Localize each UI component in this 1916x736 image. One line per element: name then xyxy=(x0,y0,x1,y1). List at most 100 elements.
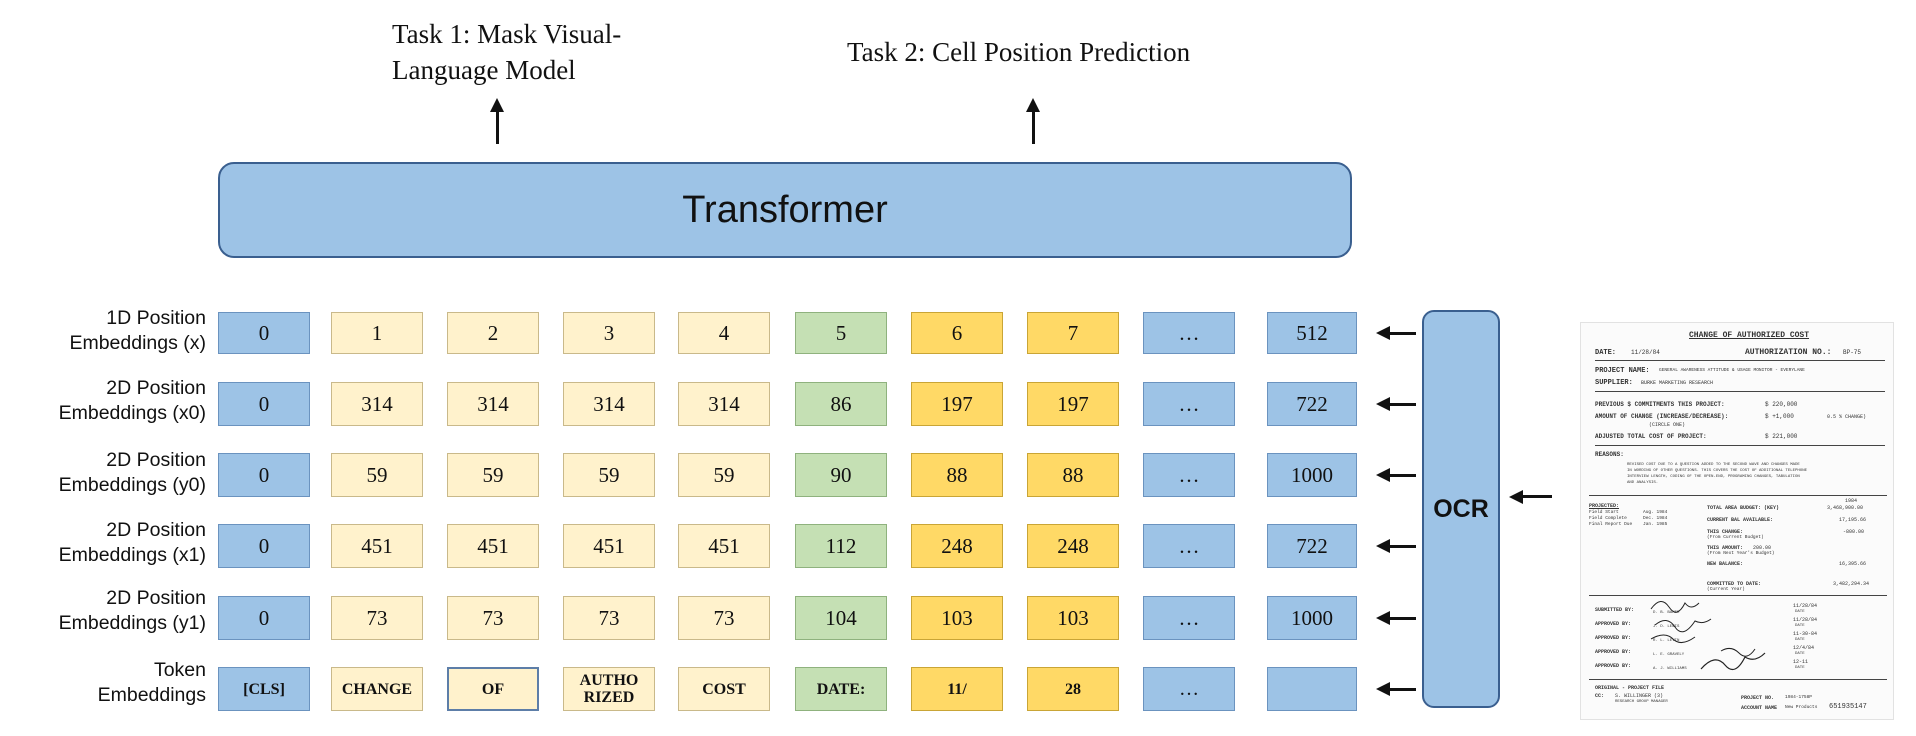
embedding-cell: … xyxy=(1143,524,1235,568)
doc-approved-label: APPROVED BY: xyxy=(1595,663,1632,669)
token-cell: CHANGE xyxy=(331,667,423,711)
row-label-line: Embeddings xyxy=(97,684,206,706)
embedding-cell: 73 xyxy=(678,596,770,640)
doc-auth-label: AUTHORIZATION NO.: xyxy=(1745,348,1832,357)
embedding-cell: … xyxy=(1143,312,1235,354)
ocr-arrow-shaft xyxy=(1388,473,1416,477)
doc-approved-label: APPROVED BY: xyxy=(1595,649,1632,655)
row-label-line: 2D Position xyxy=(106,449,206,471)
ocr-arrow-head xyxy=(1376,539,1390,553)
task2-arrow-head xyxy=(1026,98,1040,112)
doc-field-complete: Field Complete xyxy=(1589,516,1627,521)
scanned-document: CHANGE OF AUTHORIZED COST DATE: 11/28/84… xyxy=(1580,322,1894,720)
row-label-line: 2D Position xyxy=(106,587,206,609)
doc-final-report: Final Report Due xyxy=(1589,522,1633,527)
ocr-arrow-shaft xyxy=(1388,616,1416,620)
ocr-arrow-head xyxy=(1376,611,1390,625)
doc-sign-date: 12-11 xyxy=(1793,659,1809,665)
doc-this-amount-label: THIS AMOUNT: xyxy=(1707,545,1744,551)
embedding-cell: 4 xyxy=(678,312,770,354)
embedding-cell: 451 xyxy=(678,524,770,568)
doc-project-no-value: 1984-1758P xyxy=(1785,695,1813,700)
doc-title: CHANGE OF AUTHORIZED COST xyxy=(1689,331,1810,340)
doc-approved-label: APPROVED BY: xyxy=(1595,621,1632,627)
doc-date-word: DATE xyxy=(1795,666,1805,670)
task1-arrow-head xyxy=(490,98,504,112)
doc-sign-date: 12/4/84 xyxy=(1793,645,1815,651)
embedding-cell: 314 xyxy=(678,382,770,426)
embedding-cell: 722 xyxy=(1267,524,1357,568)
doc-reason-line: IN WORDING OF OTHER QUESTIONS. THIS COVE… xyxy=(1627,469,1808,473)
doc-auth-value: BP-75 xyxy=(1843,349,1862,356)
embedding-cell: 2 xyxy=(447,312,539,354)
doc-field-complete-date: Dec. 1984 xyxy=(1643,516,1668,521)
doc-rule xyxy=(1595,391,1885,392)
embedding-cell: … xyxy=(1143,382,1235,426)
row-label-line: Embeddings (x0) xyxy=(58,402,206,424)
token-cell: 11/ xyxy=(911,667,1003,711)
embedding-cell: 103 xyxy=(1027,596,1119,640)
task1-label-line1: Task 1: Mask Visual- xyxy=(392,19,622,49)
embedding-cell: 104 xyxy=(795,596,887,640)
embedding-cell: 451 xyxy=(331,524,423,568)
doc-sign-name: A. J. WILLIAMS xyxy=(1653,667,1687,671)
embedding-cell: 0 xyxy=(218,524,310,568)
doc-date-word: DATE xyxy=(1795,652,1805,656)
doc-date-word: DATE xyxy=(1795,638,1805,642)
doc-amount-label: AMOUNT OF CHANGE (INCREASE/DECREASE): xyxy=(1595,413,1729,420)
embedding-cell: 7 xyxy=(1027,312,1119,354)
doc-this-amount-value: 200.00 xyxy=(1753,545,1772,551)
doc-sign-name: L. E. GRAVELY xyxy=(1653,653,1685,657)
doc-rule xyxy=(1595,360,1885,361)
doc-cc-title: RESEARCH GROUP MANAGER xyxy=(1615,700,1668,704)
doc-project-no-label: PROJECT NO. xyxy=(1741,695,1775,701)
token-cell: 28 xyxy=(1027,667,1119,711)
doc-field-start-date: Aug. 1984 xyxy=(1643,510,1668,515)
doc-committed-value: 3,482,294.34 xyxy=(1833,581,1870,587)
doc-to-ocr-arrow-shaft xyxy=(1520,495,1552,498)
doc-account-value: New Products xyxy=(1785,705,1818,710)
doc-number: 651935147 xyxy=(1829,703,1867,711)
embedding-cell: 88 xyxy=(911,453,1003,497)
doc-project-value: GENERAL AWARENESS ATTITUDE & USAGE MONIT… xyxy=(1659,368,1805,373)
doc-date-label: DATE: xyxy=(1595,349,1617,357)
row-label-line: 1D Position xyxy=(106,307,206,329)
embedding-cell: 5 xyxy=(795,312,887,354)
row-label-line: Token xyxy=(153,659,206,681)
doc-current-bal-value: 17,195.66 xyxy=(1839,517,1867,523)
doc-projected-label: PROJECTED: xyxy=(1589,503,1620,509)
row-label-line: Embeddings (y1) xyxy=(58,612,206,634)
doc-reason-line: INTERVIEW LENGTH, CODING OF THE OPEN-END… xyxy=(1627,475,1800,479)
doc-from-next: (From Next Year's Budget) xyxy=(1707,551,1775,556)
ocr-arrow-shaft xyxy=(1388,687,1416,691)
doc-sign-name: R. L. LEVIN xyxy=(1653,639,1680,643)
embedding-cell: 1000 xyxy=(1267,453,1357,497)
embedding-cell: 0 xyxy=(218,453,310,497)
embedding-cell: 59 xyxy=(331,453,423,497)
doc-current-bal-label: CURRENT BAL AVAILABLE: xyxy=(1707,517,1774,523)
doc-original-label: ORIGINAL - PROJECT FILE xyxy=(1595,685,1665,691)
doc-amount-value: $ +1,000 xyxy=(1765,413,1794,420)
doc-project-label: PROJECT NAME: xyxy=(1595,367,1650,375)
doc-adjusted-value: $ 221,000 xyxy=(1765,433,1798,440)
embedding-cell: 0 xyxy=(218,312,310,354)
embedding-cell: 3 xyxy=(563,312,655,354)
token-cell: … xyxy=(1143,667,1235,711)
doc-approved-label: APPROVED BY: xyxy=(1595,635,1632,641)
task2-label: Task 2: Cell Position Prediction xyxy=(847,37,1191,67)
doc-date-word: DATE xyxy=(1795,610,1805,614)
transformer-block: Transformer xyxy=(218,162,1352,258)
embedding-cell: 248 xyxy=(911,524,1003,568)
doc-amount-note: (CIRCLE ONE) xyxy=(1649,422,1686,428)
doc-final-report-date: Jan. 1985 xyxy=(1643,522,1668,527)
embedding-cell: 197 xyxy=(1027,382,1119,426)
embedding-cell: 451 xyxy=(563,524,655,568)
embedding-cell: 59 xyxy=(447,453,539,497)
doc-cc-value: S. WILLINGER (3) xyxy=(1615,693,1664,699)
doc-to-ocr-arrow-head xyxy=(1509,490,1523,504)
doc-supplier-value: BURKE MARKETING RESEARCH xyxy=(1641,380,1714,386)
row-label-line: Embeddings (x1) xyxy=(58,544,206,566)
